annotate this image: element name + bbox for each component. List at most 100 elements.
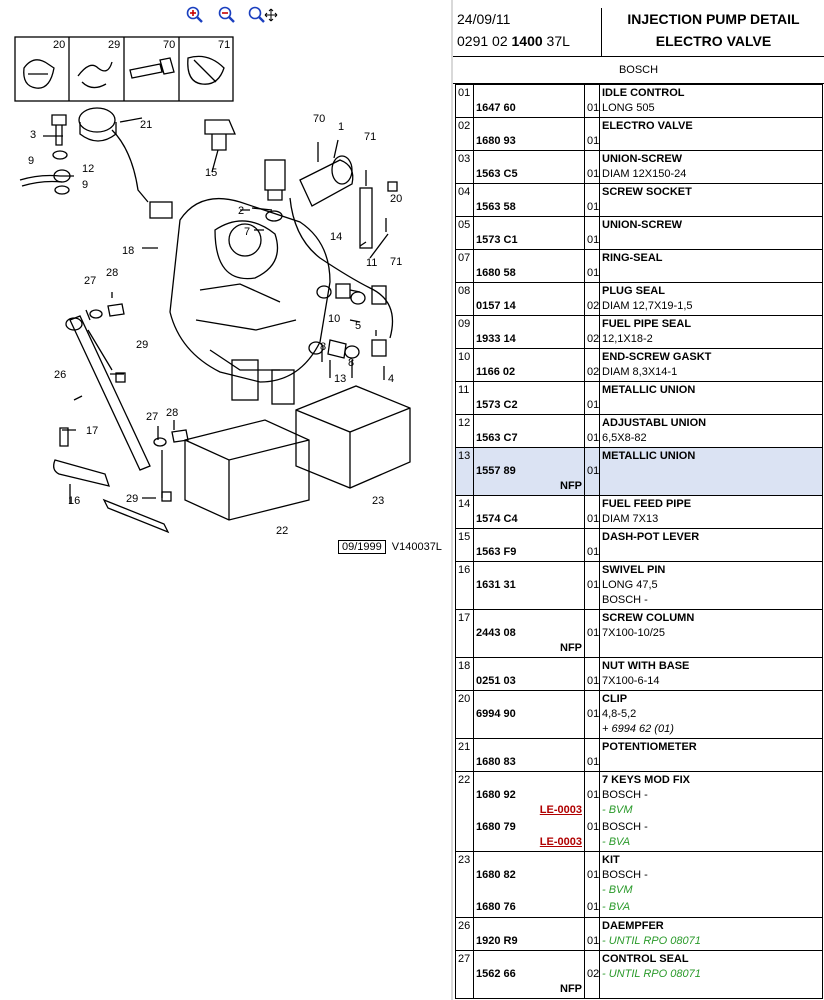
quantity: 01 [587,267,600,279]
ref-number: 26 [458,920,471,932]
part-spec: 12,1X18-2 [602,333,653,345]
svg-text:70: 70 [313,113,325,125]
ref-number: 04 [458,186,471,198]
ref-number: 27 [458,953,471,965]
quantity: 01 [587,579,600,591]
table-cell: 04 [456,184,474,216]
part-title: SWIVEL PIN [602,564,666,576]
quantity: 02 [587,366,600,378]
table-cell: SCREW SOCKET [600,184,822,216]
zoom-in-icon[interactable] [186,6,204,24]
quantity: 01 [587,546,600,558]
variant-link[interactable]: LE-0003 [539,836,582,848]
table-cell: 1631 31 [474,562,585,609]
header-date: 24/09/11 [457,11,511,27]
svg-text:9: 9 [28,155,34,167]
table-cell: 08 [456,283,474,315]
part-title: SCREW COLUMN [602,612,695,624]
quantity: 01 [587,675,600,687]
table-cell: 01 [585,610,600,657]
part-number: 1557 89 [476,465,516,477]
part-title: DASH-POT LEVER [602,531,700,543]
part-number: 0251 03 [476,675,516,687]
brand-label: BOSCH [618,64,659,76]
table-cell: 01 [456,85,474,117]
table-cell: 01 [585,118,600,150]
table-cell: 03 [456,151,474,183]
table-cell: METALLIC UNION [600,448,822,495]
part-spec: DIAM 8,3X14-1 [602,366,678,378]
svg-text:7: 7 [244,226,250,238]
part-title: CLIP [602,693,628,705]
table-cell: 1563 58 [474,184,585,216]
part-number: 6994 90 [476,708,516,720]
table-cell: 01 [585,85,600,117]
ref-number: 22 [458,774,471,786]
svg-text:20: 20 [53,39,65,51]
part-number: 1563 C5 [476,168,518,180]
svg-text:27: 27 [146,411,158,423]
variant-note: - BVM [602,804,633,816]
zoom-out-icon[interactable] [218,6,236,24]
zoom-pan-icon[interactable] [248,6,278,24]
table-cell: 02 [585,316,600,348]
part-spec: 7X100-10/25 [602,627,665,639]
table-cell: 01 [585,184,600,216]
part-number: 1680 76 [476,901,516,913]
svg-text:71: 71 [390,256,402,268]
ref-number: 14 [458,498,471,510]
ref-number: 02 [458,120,471,132]
nfp-flag: NFP [560,642,582,654]
part-spec: BOSCH - [602,821,648,833]
part-number: 1680 82 [476,869,516,881]
ref-number: 17 [458,612,471,624]
quantity: 01 [587,102,600,114]
part-spec: BOSCH - [602,869,648,881]
variant-link[interactable]: LE-0003 [539,804,582,816]
table-cell: 01 [585,658,600,690]
table-cell: 01 [585,562,600,609]
part-title: KIT [602,854,620,866]
table-cell: 1166 02 [474,349,585,381]
part-title: UNION-SCREW [602,219,683,231]
part-title: ADJUSTABL UNION [602,417,707,429]
part-number: 1563 58 [476,201,516,213]
nfp-flag: NFP [560,480,582,492]
part-number: 1680 58 [476,267,516,279]
quantity: 01 [587,201,600,213]
pane-divider[interactable] [451,0,453,1000]
quantity: 01 [587,708,600,720]
